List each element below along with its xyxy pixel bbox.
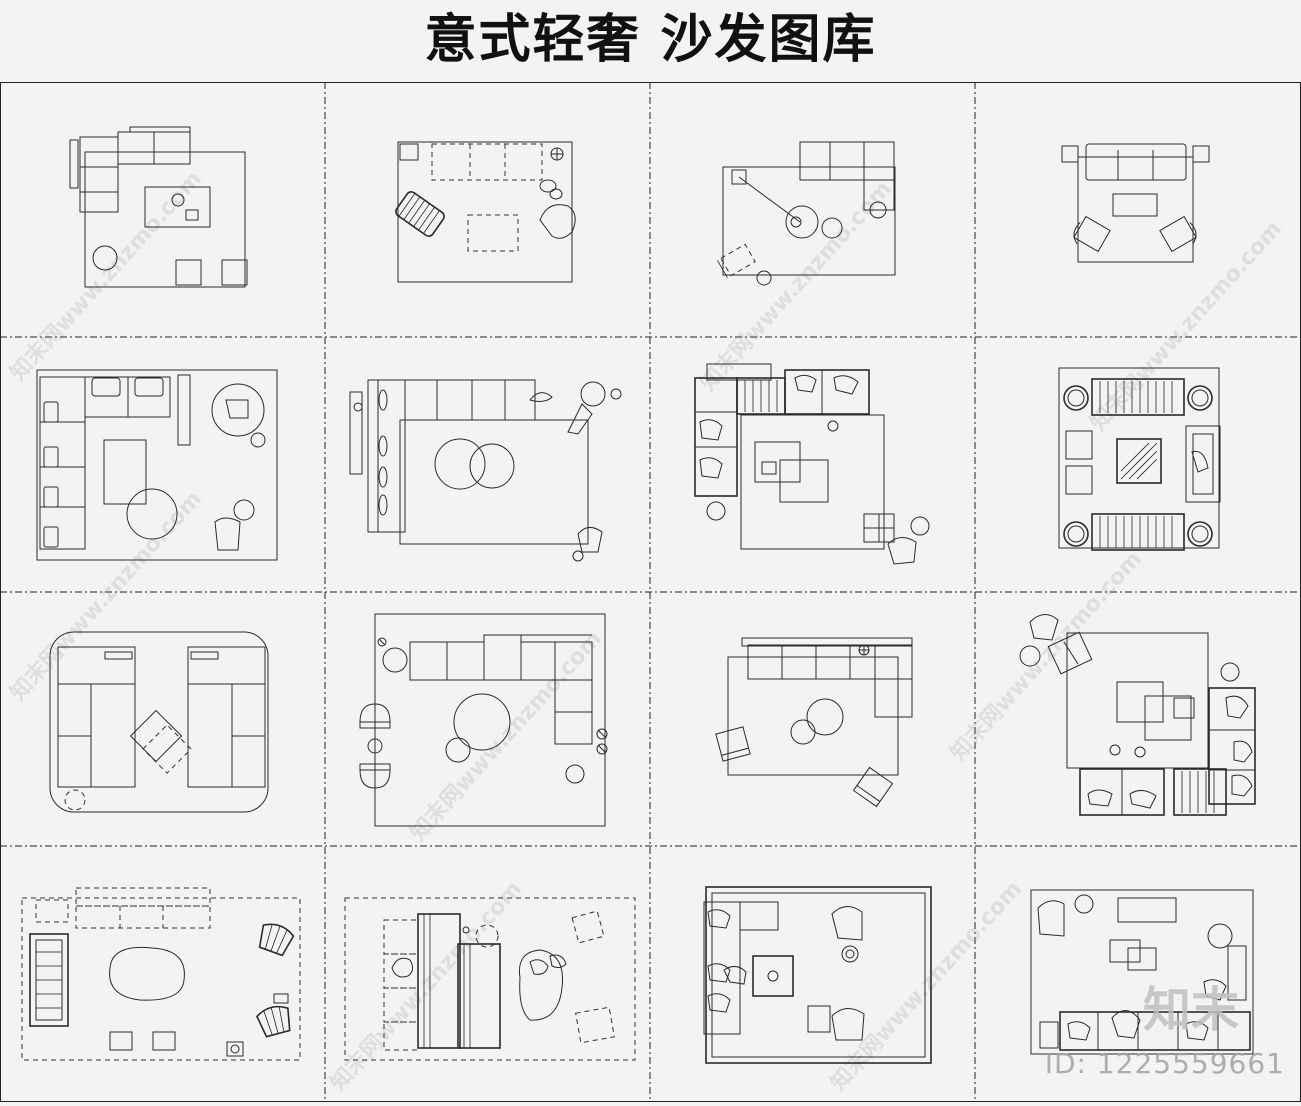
watermark-layer: 知末网www.znzmo.com 知末网www.znzmo.com 知末网www… [5, 166, 1287, 1096]
watermark-text: 知末网www.znzmo.com [325, 876, 527, 1096]
plan-l-sofa-rug [69, 126, 248, 288]
plan-l-sofa-two-chairs [715, 637, 913, 808]
plan-l-sofa-round-tables [359, 613, 608, 827]
plan-sofa-two-armchairs [1061, 143, 1210, 263]
page-title: 意式轻奢 沙发图库 [424, 10, 877, 70]
watermark-text: 知末网www.znzmo.com [695, 176, 897, 396]
watermark-text: 知末网www.znzmo.com [5, 166, 207, 386]
plan-square-daybed-set [1058, 367, 1221, 551]
plan-u-sofa-round-table [36, 369, 278, 561]
plan-rotated-corner-sofa [1019, 614, 1256, 816]
plan-modular-sofa-stones [344, 897, 636, 1061]
plan-corner-sofa-desk [1030, 889, 1254, 1055]
plan-sofa-lounge-chair [395, 141, 576, 283]
cad-drawing: 知末网www.znzmo.com 知末网www.znzmo.com 知末网www… [0, 82, 1301, 1102]
plan-l-sofa-floor-lamp [717, 141, 896, 286]
plan-framed-rug-set [703, 886, 932, 1064]
watermark-logo: 知末 [1142, 982, 1239, 1038]
plan-corner-sofa-cushions [694, 363, 930, 565]
watermark-text: 知末网www.znzmo.com [1085, 216, 1287, 436]
plan-facing-sofas [49, 631, 269, 813]
plan-sofa-nesting-tables [349, 379, 622, 562]
plan-sofa-pebble-table [21, 887, 301, 1061]
watermark-id: ID: 1225559661 [1044, 1047, 1285, 1080]
sofa-plan-sheet: 知末网www.znzmo.com 知末网www.znzmo.com 知末网www… [0, 82, 1301, 1102]
